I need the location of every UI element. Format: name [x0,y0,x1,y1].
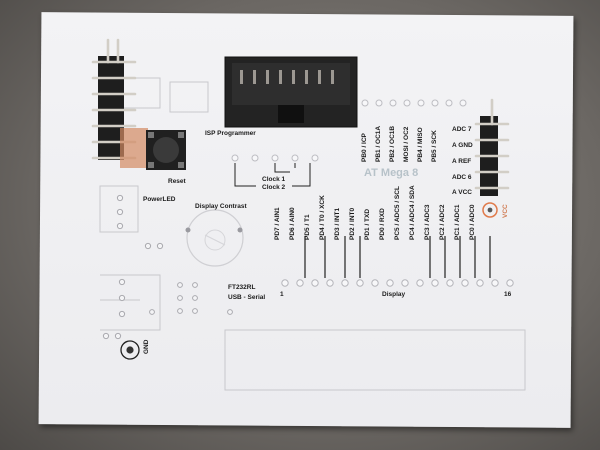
powerled-outline [99,185,139,233]
pin-bottom-11: PC2 / ADC2 [439,204,446,240]
misc-holes [102,194,233,340]
display-pin-first: 1 [280,291,284,298]
pin-bottom-0: PD7 / AIN1 [274,207,281,240]
isp-header [224,56,358,128]
pin-bottom-7: PD0 / RXD [379,208,386,240]
vcc-pad [482,202,498,218]
display-contrast-label: Display Contrast [195,203,247,210]
pin-bottom-2: PD5 / T1 [304,214,311,240]
pin-bottom-8: PC5 / ADC5 / SCL [394,186,401,240]
adc-label-3: ADC 6 [452,174,472,181]
chip-title: AT Mega 8 [364,167,419,179]
pin-top-5: PB5 / SCK [431,130,438,162]
adc-label-0: ADC 7 [452,126,472,133]
pin-top-2: PB2 / OC1B [389,125,396,162]
pin-bottom-10: PC3 / ADC3 [424,204,431,240]
pin-top-0: PB0 / ICP [361,133,368,162]
usb-outline [100,274,161,331]
display-pins [281,236,514,287]
gnd-label: GND [143,339,150,354]
clock-connector [231,154,319,187]
reset-button [146,130,186,170]
contrast-pot [185,209,244,267]
pin-top-1: PB1 / OC1A [375,125,382,162]
pin-bottom-6: PD1 / TXD [364,208,371,240]
pin-bottom-4: PD3 / INT1 [334,207,341,240]
pin-bottom-5: PD2 / INT0 [349,207,356,240]
isp-programmer-label: ISP Programmer [205,130,256,137]
adc-label-1: A GND [452,142,473,149]
vcc-label: VCC [502,204,509,218]
right-pin-header [474,98,510,196]
ft232-label: FT232RL [228,284,256,291]
pin-bottom-12: PC1 / ADC1 [454,204,461,240]
reset-label: Reset [168,178,186,185]
display-pin-last: 16 [504,291,512,298]
display-label: Display [382,291,406,298]
unused-outline [169,81,209,113]
pin-bottom-3: PD4 / T0 / XCK [319,195,326,240]
top-pin-holes [361,99,467,107]
lower-outline [224,329,526,391]
usb-serial-label: USB - Serial [228,294,266,301]
adc-label-4: A VCC [452,189,472,196]
clock2-label: Clock 2 [262,184,286,191]
clock1-label: Clock 1 [262,176,286,183]
pin-bottom-13: PC0 / ADC0 [469,204,476,240]
pin-bottom-1: PD6 / AIN0 [289,207,296,240]
pin-bottom-9: PC4 / ADC4 / SDA [409,185,416,240]
gnd-pad [120,340,140,360]
powerled-label: PowerLED [143,196,176,203]
pin-top-4: PB4 / MISO [417,127,424,162]
pin-top-3: MOSI / OC2 [403,126,410,162]
adc-label-2: A REF [452,158,472,165]
left-pin-header [91,38,148,168]
